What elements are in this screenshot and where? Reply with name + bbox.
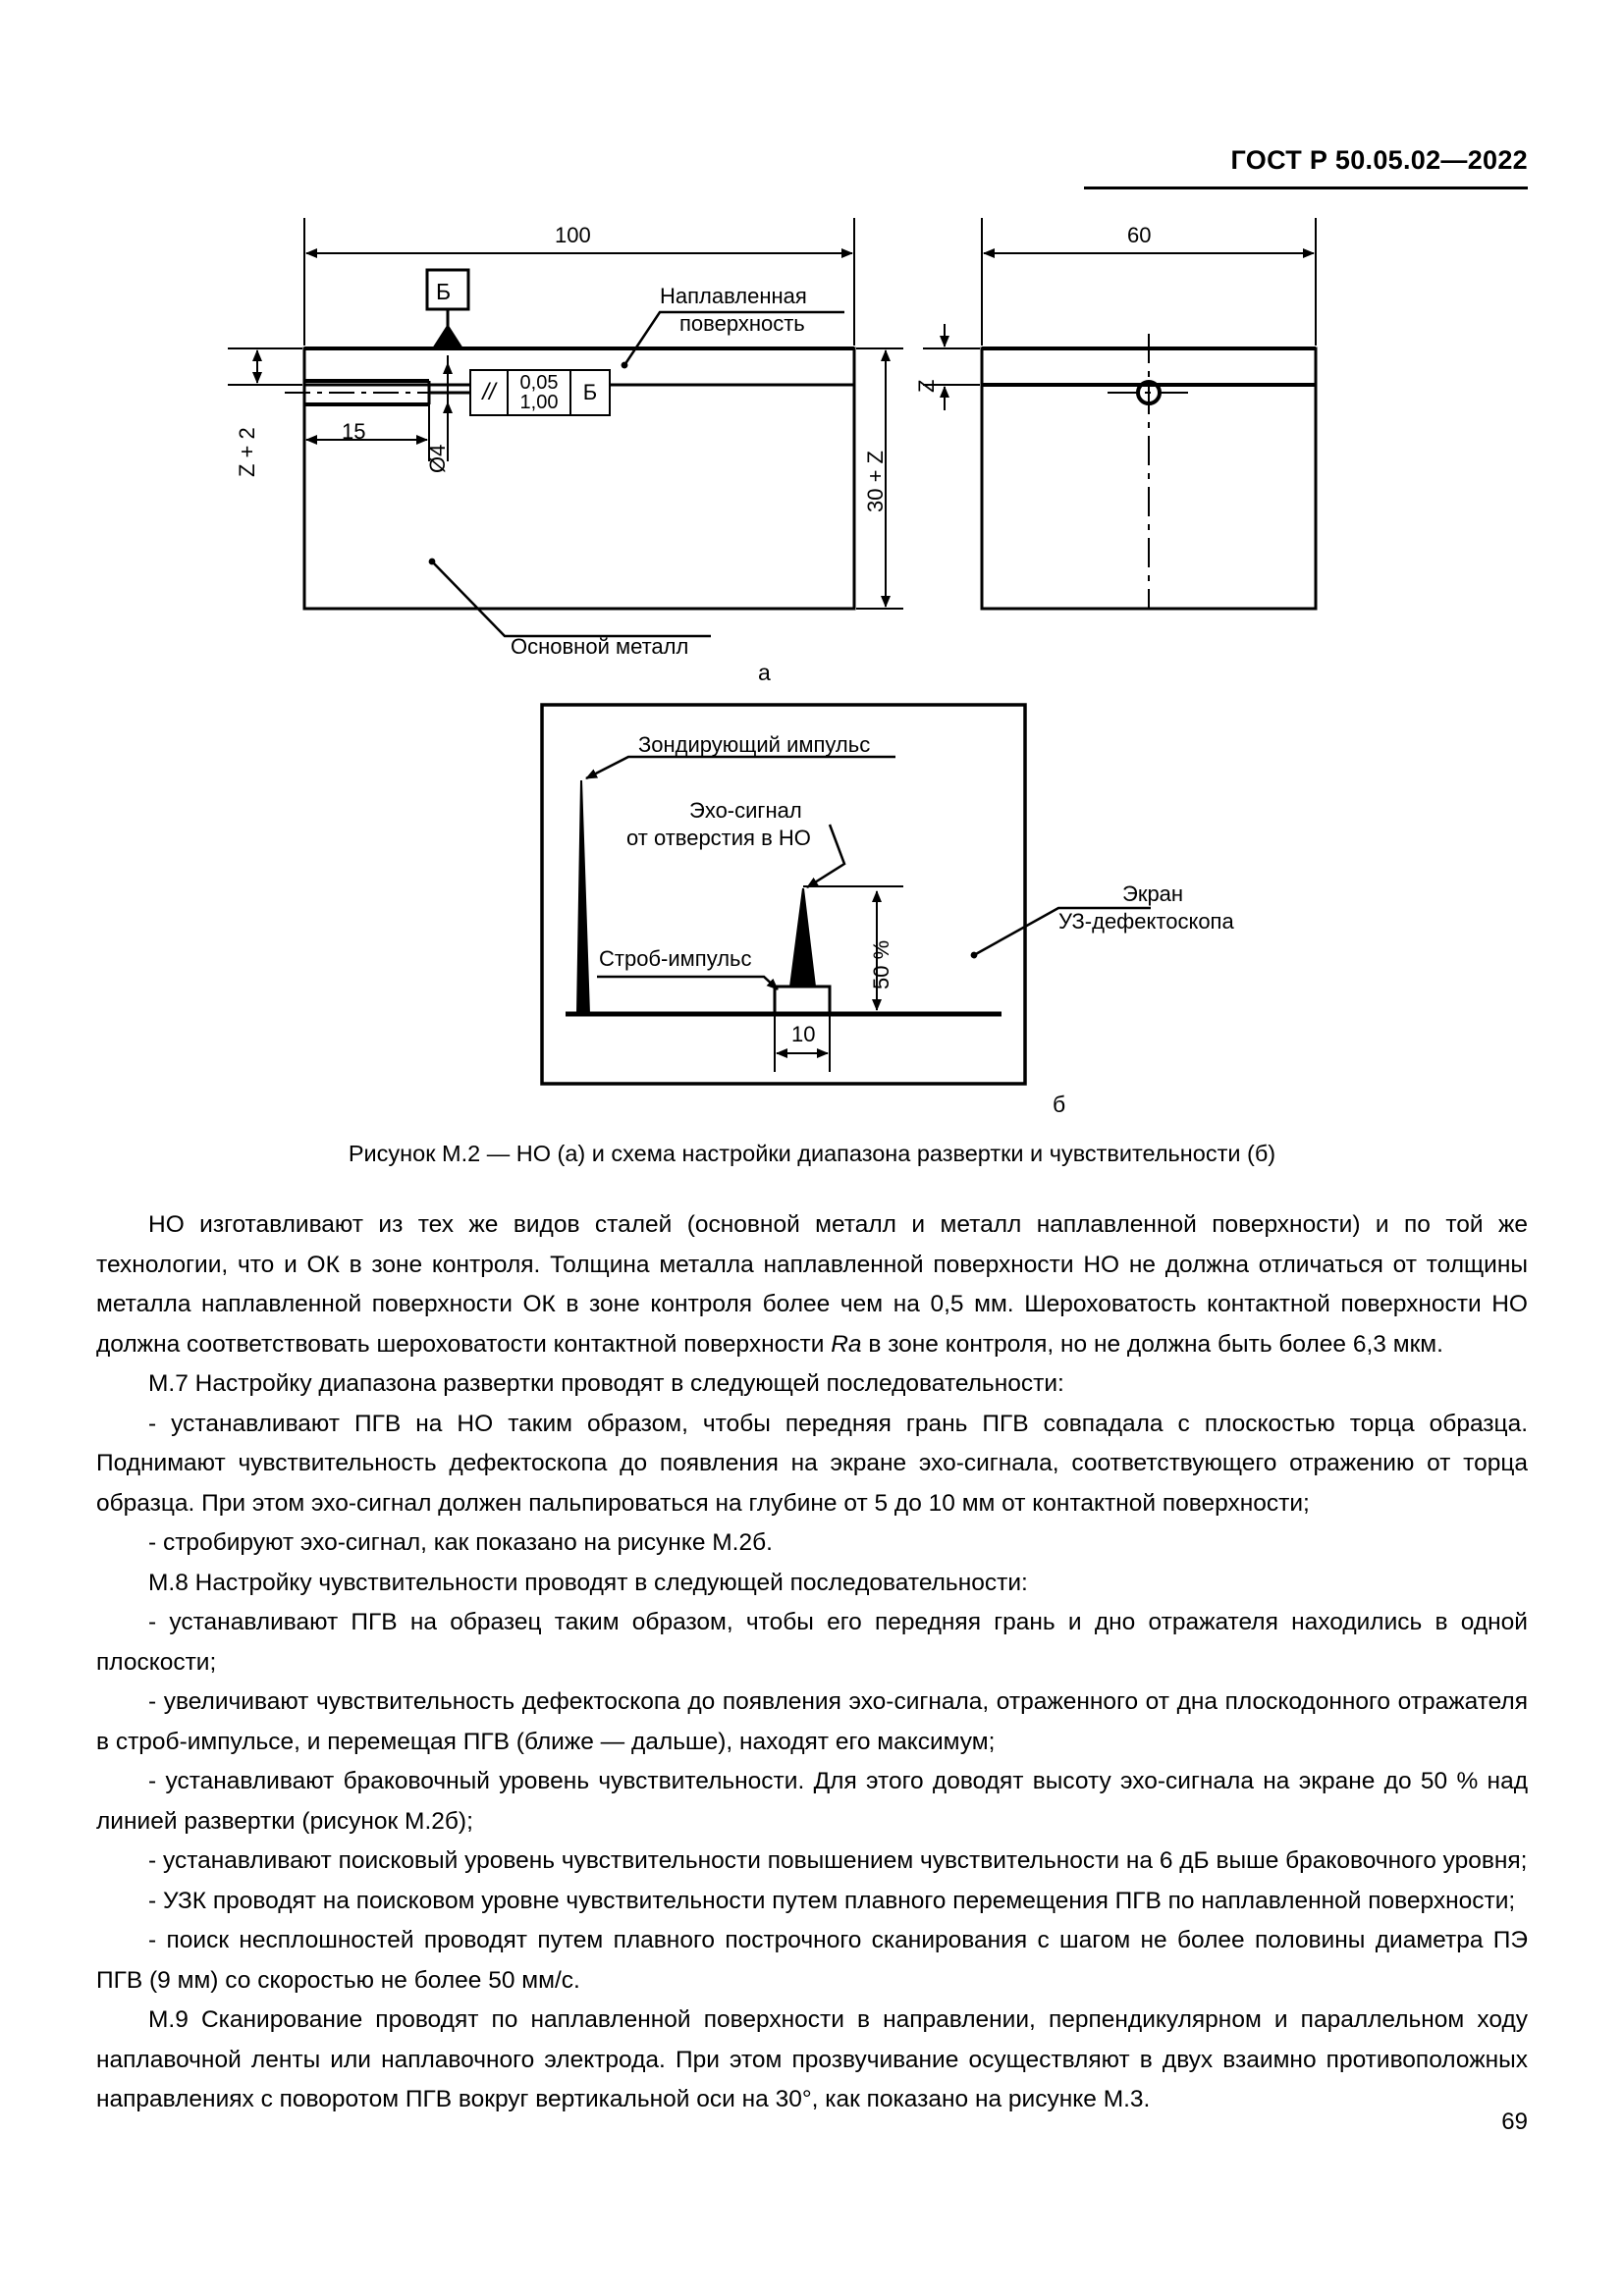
header-rule [1084,187,1528,189]
label-echo-signal-line2: от отверстия в НО [626,826,811,850]
label-echo-signal-line1: Эхо-сигнал [689,798,802,823]
paragraph-no-fabrication: НО изготавливают из тех же видов сталей … [96,1205,1528,1364]
paragraph-m8-heading: М.8 Настройку чувствительности проводят … [148,1569,1028,1596]
label-gate-pulse: Строб-импульс [599,946,752,971]
figure-sublabel-a: а [758,660,771,685]
datum-symbol-b: Б [436,279,452,304]
paragraph-1-part-b: в зоне контроля, но не должна быть более… [861,1330,1443,1358]
dimension-label-gate-width-10: 10 [791,1022,816,1046]
tolerance-value-top: 0,05 [519,372,559,394]
paragraph-m8-item-2: - увеличивают чувствительность дефектоск… [96,1688,1528,1755]
document-standard-number: ГОСТ Р 50.05.02—2022 [1230,145,1528,175]
paragraph-m8-item-4: - устанавливают поисковый уровень чувств… [148,1847,1528,1874]
figure-caption: Рисунок М.2 — НО (а) и схема настройки д… [348,1141,1276,1166]
tolerance-value-bottom: 1,00 [519,392,559,413]
dimension-label-15: 15 [342,419,366,444]
dimension-label-50-percent: 50 % [869,939,893,989]
paragraph-m8-item-5: - УЗК проводят на поисковом уровне чувст… [148,1887,1516,1914]
body-text: НО изготавливают из тех же видов сталей … [96,1205,1528,2120]
callout-deposited-surface-line1: Наплавленная [660,284,807,308]
dimension-label-width-100: 100 [555,223,591,247]
paragraph-1-italic-ra: Ra [831,1330,862,1358]
paragraph-m9: М.9 Сканирование проводят по наплавленно… [96,2006,1528,2112]
tolerance-symbol-glyph: // [482,379,496,405]
tolerance-symbol-parallelism: // [469,369,509,416]
callout-deposited-surface-line2: поверхность [679,311,805,336]
paragraph-m8-item-1: - устанавливают ПГВ на образец таким обр… [96,1609,1528,1676]
page-number: 69 [1501,2109,1528,2135]
paragraph-m8-item-6: - поиск несплошностей проводят путем пла… [96,1927,1528,1994]
paragraph-m7-heading: М.7 Настройку диапазона развертки провод… [148,1370,1064,1397]
label-probe-pulse: Зондирующий импульс [638,732,871,757]
figure-b-drawing [540,703,1151,1086]
tolerance-datum-cell: Б [569,369,611,416]
label-screen-line1: Экран [1122,881,1184,906]
tolerance-datum-letter: Б [582,380,598,404]
figure-sublabel-b: б [1053,1092,1066,1117]
paragraph-m7-item-2: - стробируют эхо-сигнал, как показано на… [148,1529,773,1556]
paragraph-m8-item-3: - устанавливают браковочный уровень чувс… [96,1768,1528,1835]
dimension-label-width-60: 60 [1127,223,1152,247]
figure-a-drawing [228,218,1318,638]
paragraph-m7-item-1: - устанавливают ПГВ на НО таким образом,… [96,1410,1528,1517]
paragraph-1-part-a: НО изготавливают из тех же видов сталей … [96,1211,1528,1358]
callout-base-metal: Основной металл [511,634,689,659]
label-screen-line2: УЗ-дефектоскопа [1058,909,1234,934]
